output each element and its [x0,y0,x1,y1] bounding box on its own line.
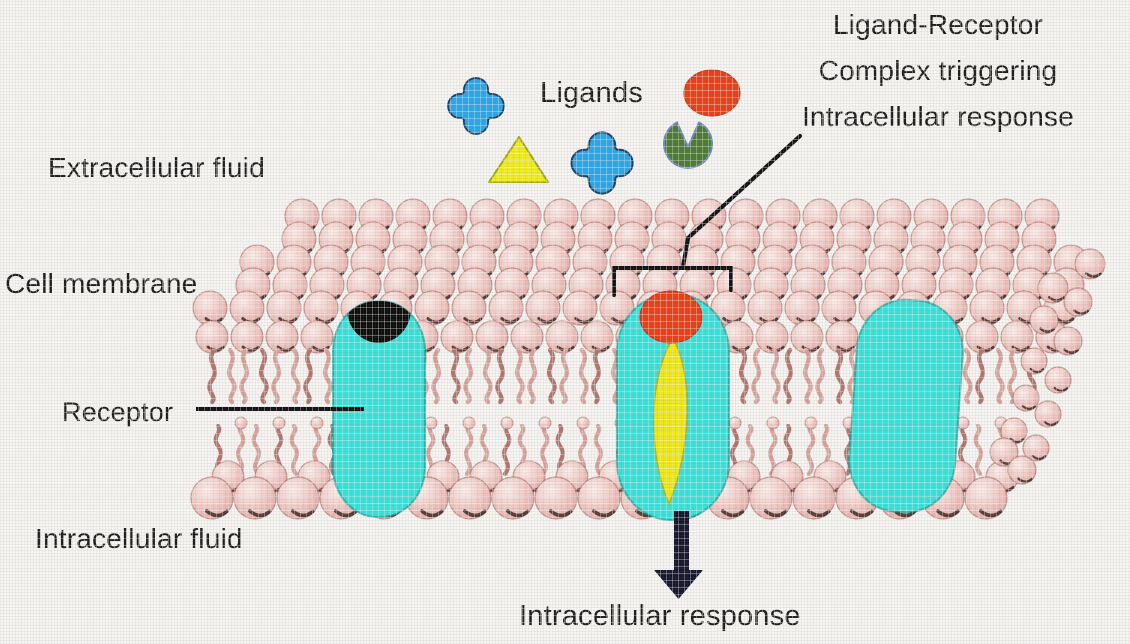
phospholipid-bilayer [190,198,1106,520]
label-ligand-receptor-complex: Ligand-Receptor Complex triggering Intra… [790,2,1086,140]
ligand-yellow-triangle [488,136,549,183]
ligand-blue-cross-2 [570,131,634,195]
open-channel-icon [652,336,688,506]
receptor-left [332,300,426,518]
label-cell-membrane: Cell membrane [5,268,198,299]
label-intracellular-fluid: Intracellular fluid [35,523,243,554]
complex-pointer-line [681,134,802,269]
response-arrow-icon [654,511,703,599]
label-extracellular-fluid: Extracellular fluid [48,152,265,183]
label-ligands: Ligands [540,77,643,109]
receptor-right [848,298,964,514]
bound-ligand-red-oval [639,290,703,344]
ligand-red-oval [683,69,741,117]
complex-caption-line-2: Complex triggering [818,55,1058,86]
binding-site-icon [347,301,411,343]
complex-caption-line-3: Intracellular response [801,101,1075,132]
complex-caption-line-1: Ligand-Receptor [832,9,1044,40]
label-intracellular-response: Intracellular response [519,600,801,632]
complex-bracket [612,266,733,297]
ligand-green-notched [663,121,713,169]
ligand-blue-cross-1 [447,77,505,135]
label-receptor: Receptor [62,397,174,427]
receptor-channel [616,290,730,521]
